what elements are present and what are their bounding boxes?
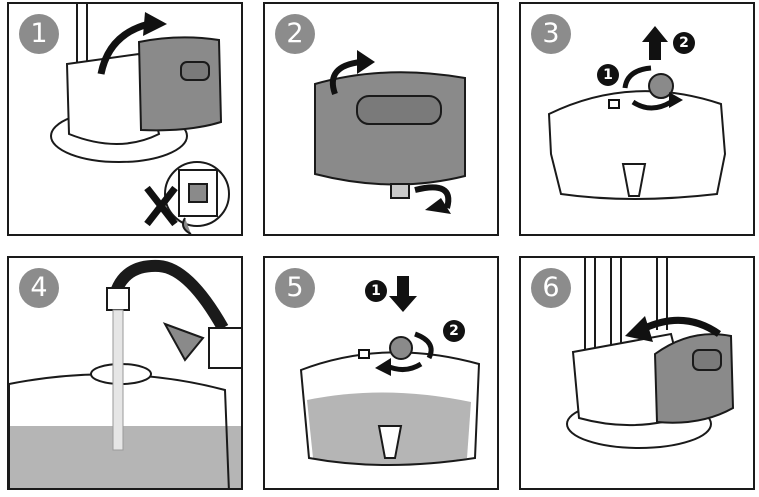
step-4-panel: 4: [7, 256, 243, 490]
step-6-panel: 6: [519, 256, 755, 490]
step-4-badge: 4: [19, 268, 59, 308]
step-4-illustration: [9, 259, 241, 488]
arrow-curved-icon: [643, 316, 722, 337]
rotate-icon: [414, 331, 434, 360]
arrow-curved-icon: [97, 20, 150, 75]
faucet-icon: [107, 259, 229, 331]
rotate-icon: [414, 184, 452, 209]
step-5-illustration: [299, 276, 481, 466]
unplug-icon: [182, 183, 208, 234]
step-3-panel: 3 1 2: [519, 2, 755, 236]
step-3-illustration: [547, 26, 727, 200]
arrow-up-icon: [642, 26, 668, 60]
step-2-badge: 2: [275, 14, 315, 54]
step-1-badge: 1: [19, 14, 59, 54]
unlock-icon: [608, 99, 620, 109]
arrow-down-icon: [389, 276, 417, 312]
step-1-illustration: [50, 4, 230, 234]
lock-icon: [358, 349, 370, 359]
step-5-substep-2: 2: [443, 320, 465, 342]
step-5-badge: 5: [275, 268, 315, 308]
step-2-panel: 2: [263, 2, 499, 236]
cross-icon: [144, 185, 178, 227]
step-3-badge: 3: [531, 14, 571, 54]
step-3-substep-1: 1: [597, 64, 619, 86]
rotate-icon: [622, 65, 652, 89]
step-5-substep-1: 1: [365, 280, 387, 302]
arrow-curved-icon: [329, 59, 362, 96]
step-3-substep-2: 2: [673, 32, 695, 54]
step-6-illustration: [566, 258, 735, 449]
step-2-illustration: [314, 50, 466, 214]
step-6-badge: 6: [531, 268, 571, 308]
step-5-panel: 5 1 2: [263, 256, 499, 490]
step-1-panel: 1: [7, 2, 243, 236]
